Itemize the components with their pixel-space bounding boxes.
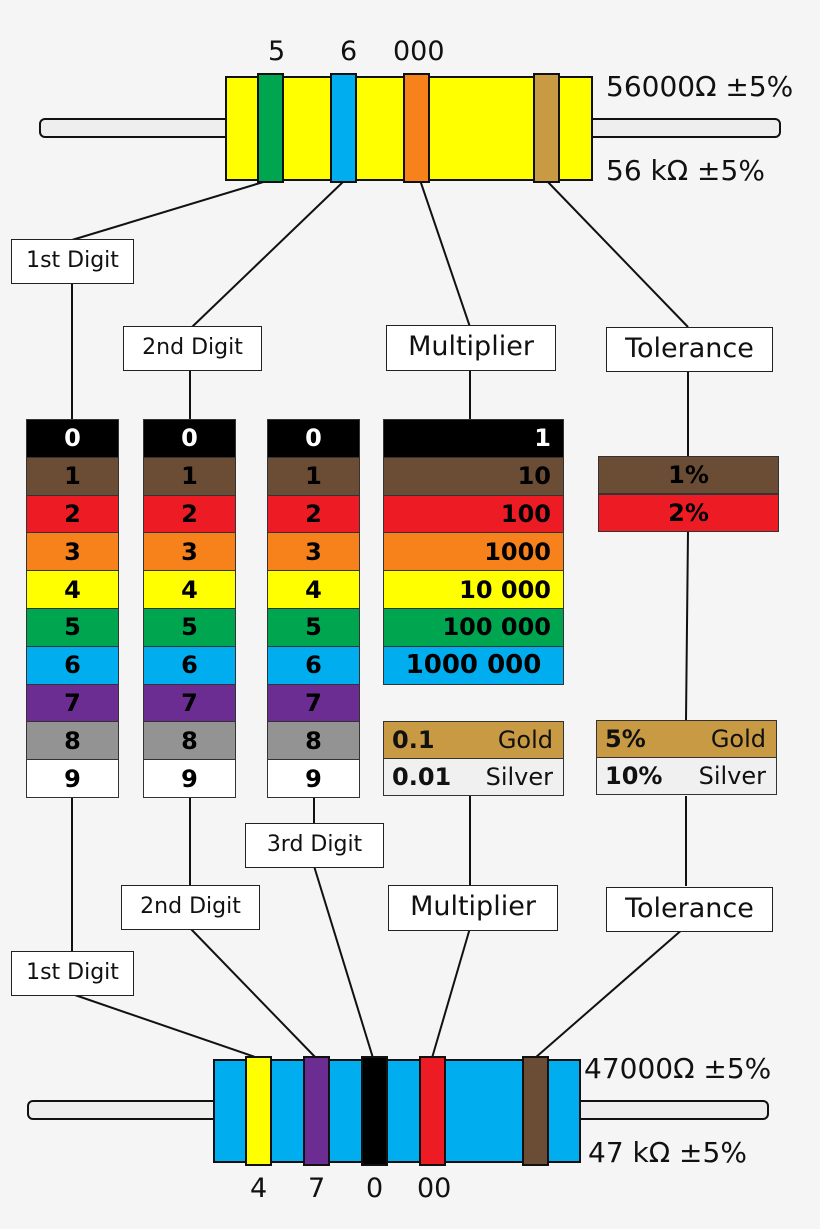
digit-cell-3-0: 0 [267, 419, 360, 458]
multiplier-special-silver: 0.01 Silver [383, 758, 564, 796]
top-resistance-ohms: 56000Ω ±5% [606, 70, 794, 103]
digit-cell-1-7: 7 [26, 683, 119, 723]
digit-cell-1-9: 9 [26, 759, 119, 798]
multiplier-cell-6: 1000 000 [383, 645, 564, 685]
bottom-band-digit-3: 0 [366, 1173, 384, 1204]
digit-cell-2-7: 7 [143, 683, 236, 723]
digit-cell-2-8: 8 [143, 721, 236, 761]
top-label-tolerance: Tolerance [606, 327, 773, 372]
multiplier-special-value: 0.1 [392, 726, 435, 754]
multiplier-cell-5: 100 000 [383, 608, 564, 647]
multiplier-cell-3: 1000 [383, 532, 564, 572]
bottom-label-first-digit: 1st Digit [11, 951, 134, 996]
connector-bottom-third-digit [313, 865, 374, 1059]
top-resistance-kohms: 56 kΩ ±5% [606, 154, 765, 187]
bottom-resistance-ohms: 47000Ω ±5% [584, 1052, 772, 1085]
connector-top-multiplier [419, 179, 471, 328]
top-band-1 [257, 73, 284, 183]
connector-top-first-digit [71, 179, 271, 241]
multiplier-cell-0: 1 [383, 419, 564, 458]
tolerance-special-gold: 5% Gold [596, 720, 777, 758]
connector-lines [71, 179, 689, 1059]
digit-cell-1-2: 2 [26, 494, 119, 534]
connector-bottom-second-digit [189, 927, 317, 1059]
tolerance-cell-0: 1% [598, 456, 779, 494]
digit-cell-2-1: 1 [143, 456, 236, 496]
digit-cell-3-9: 9 [267, 759, 360, 798]
top-label-second-digit: 2nd Digit [123, 326, 262, 371]
tolerance-special-name: Silver [698, 762, 766, 790]
digit-cell-2-2: 2 [143, 494, 236, 534]
digit-cell-1-5: 5 [26, 608, 119, 647]
top-band-3 [403, 73, 430, 183]
tolerance-special-value: 10% [605, 762, 663, 790]
digit-cell-3-8: 8 [267, 721, 360, 761]
bottom-band-2 [303, 1056, 330, 1166]
digit-cell-1-1: 1 [26, 456, 119, 496]
digit-cell-3-4: 4 [267, 570, 360, 609]
digit-cell-1-4: 4 [26, 570, 119, 609]
digit-cell-2-5: 5 [143, 608, 236, 647]
digit-cell-3-7: 7 [267, 683, 360, 723]
bottom-band-5 [522, 1056, 549, 1166]
bottom-label-second-digit: 2nd Digit [121, 885, 260, 930]
digit-cell-2-4: 4 [143, 570, 236, 609]
bottom-band-digit-1: 4 [250, 1173, 268, 1204]
digit-cell-2-0: 0 [143, 419, 236, 458]
multiplier-cell-4: 10 000 [383, 570, 564, 609]
top-band-digit-2: 6 [340, 36, 358, 67]
bottom-band-digit-4: 00 [417, 1173, 452, 1204]
bottom-band-3 [361, 1056, 388, 1166]
bottom-label-tolerance: Tolerance [606, 887, 773, 932]
multiplier-special-name: Gold [497, 726, 553, 754]
bottom-band-digit-2: 7 [308, 1173, 326, 1204]
digit-cell-2-9: 9 [143, 759, 236, 798]
digit-cell-1-6: 6 [26, 645, 119, 685]
bottom-label-multiplier: Multiplier [388, 885, 558, 931]
top-label-first-digit: 1st Digit [11, 239, 134, 284]
digit-cell-2-6: 6 [143, 645, 236, 685]
digit-cell-1-8: 8 [26, 721, 119, 761]
multiplier-cell-1: 10 [383, 456, 564, 496]
digit-cell-3-5: 5 [267, 608, 360, 647]
bottom-band-1 [245, 1056, 272, 1166]
digit-cell-1-3: 3 [26, 532, 119, 572]
multiplier-special-value: 0.01 [392, 763, 452, 791]
bottom-resistor [27, 1056, 769, 1166]
bottom-band-4 [419, 1056, 446, 1166]
connector-bottom-first-digit [71, 993, 259, 1059]
connector-tolerance-mid [685, 530, 689, 721]
top-band-2 [330, 73, 357, 183]
digit-cell-3-3: 3 [267, 532, 360, 572]
connector-bottom-tolerance [534, 927, 685, 1059]
multiplier-special-gold: 0.1 Gold [383, 721, 564, 759]
top-label-multiplier: Multiplier [386, 325, 556, 371]
top-band-digit-1: 5 [268, 36, 286, 67]
connector-top-second-digit [191, 179, 346, 328]
connector-top-tolerance [545, 179, 689, 328]
multiplier-special-name: Silver [485, 763, 553, 791]
bottom-resistance-kohms: 47 kΩ ±5% [588, 1136, 747, 1169]
digit-cell-3-1: 1 [267, 456, 360, 496]
multiplier-cell-2: 100 [383, 494, 564, 534]
tolerance-special-name: Gold [710, 725, 766, 753]
tolerance-cell-1: 2% [598, 493, 779, 532]
digit-cell-3-2: 2 [267, 494, 360, 534]
bottom-resistor-body [213, 1059, 581, 1163]
connector-bottom-multiplier [431, 927, 471, 1059]
bottom-label-third-digit: 3rd Digit [245, 823, 384, 868]
digit-cell-3-6: 6 [267, 645, 360, 685]
top-resistor [39, 73, 781, 183]
top-band-4 [533, 73, 560, 183]
digit-cell-2-3: 3 [143, 532, 236, 572]
tolerance-special-silver: 10% Silver [596, 757, 777, 795]
tolerance-special-value: 5% [605, 725, 646, 753]
top-band-digit-3: 000 [393, 36, 445, 67]
digit-cell-1-0: 0 [26, 419, 119, 458]
